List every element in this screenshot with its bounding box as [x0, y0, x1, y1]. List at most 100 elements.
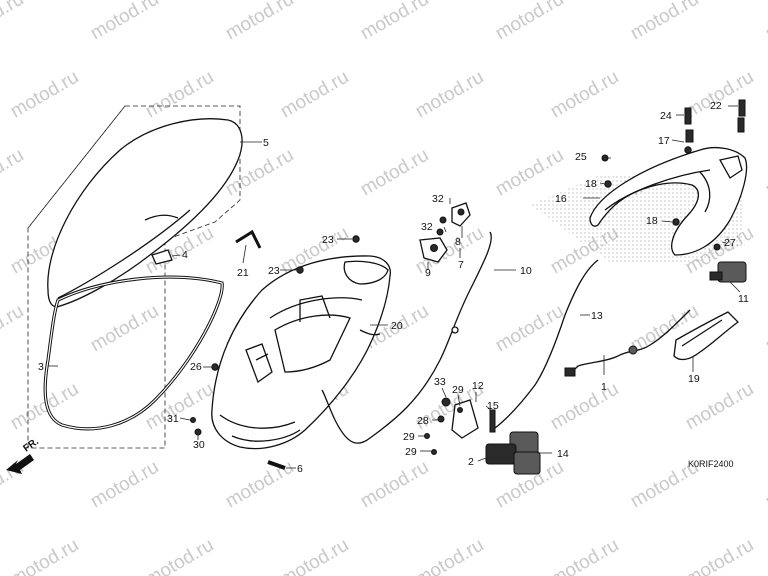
watermark-text: motod.ru: [7, 67, 82, 123]
callout-number: 16: [555, 193, 567, 205]
latch-7-part: [451, 202, 471, 227]
watermark-text: motod.ru: [87, 457, 162, 513]
callout-number: 32: [421, 221, 433, 233]
bolt-18a: [604, 180, 612, 188]
rod-6: [267, 460, 286, 470]
watermark-text: motod.ru: [277, 67, 352, 123]
watermark-text: motod.ru: [277, 535, 352, 576]
watermark-text: motod.ru: [682, 67, 757, 123]
watermark-text: motod.ru: [0, 301, 27, 357]
watermark-text: motod.ru: [682, 535, 757, 576]
watermark-text: motod.ru: [142, 535, 217, 576]
callout-number: 11: [738, 293, 749, 305]
screw-32a: [439, 216, 447, 224]
rear-carrier-part: [589, 117, 748, 256]
callout-number: 13: [591, 310, 603, 322]
harness-grommet: [628, 345, 638, 355]
screw-29c: [431, 449, 437, 455]
callout-number: 25: [575, 151, 587, 163]
callout-number: 12: [472, 380, 484, 392]
callout-number: 15: [487, 400, 499, 412]
screw-29b: [424, 433, 430, 439]
watermark-text: motod.ru: [682, 379, 757, 435]
solenoid-11-part: [709, 243, 747, 283]
bracket-12-part: [451, 399, 479, 439]
watermark-text: motod.ru: [87, 0, 162, 44]
bolt-24: [684, 107, 692, 125]
callout-number: 21: [237, 267, 249, 279]
bracket-19-part: [673, 311, 739, 361]
watermark-text: motod.ru: [0, 145, 27, 201]
watermark-text: motod.ru: [412, 67, 487, 123]
watermark-text: motod.ru: [142, 379, 217, 435]
watermark-text: motod.ru: [7, 535, 82, 576]
front-label: FR.: [21, 436, 41, 454]
label-plate-part: [151, 249, 173, 265]
latch-9-part: [419, 237, 448, 263]
callout-number: 10: [520, 265, 532, 277]
watermark-text: motod.ru: [357, 0, 432, 44]
leader-lines: [48, 105, 741, 469]
callout-number: 7: [458, 259, 464, 271]
watermark-text: motod.ru: [762, 145, 768, 201]
callout-number: 29: [405, 446, 417, 458]
watermark-text: motod.ru: [762, 301, 768, 357]
watermark-text: motod.ru: [492, 301, 567, 357]
watermark-text: motod.ru: [357, 457, 432, 513]
callout-number: 1: [601, 381, 607, 393]
watermark-text: motod.ru: [547, 535, 622, 576]
callout-number: 6: [297, 463, 303, 475]
callout-number: 8: [455, 236, 461, 248]
callout-number: 18: [646, 215, 658, 227]
bolt-22: [738, 99, 746, 117]
watermark-text: motod.ru: [762, 0, 768, 44]
seat-part: [47, 118, 243, 308]
watermark-text: motod.ru: [492, 0, 567, 44]
callout-number: 33: [434, 376, 446, 388]
callout-number: 9: [425, 267, 431, 279]
hook-part: [235, 229, 262, 249]
callout-number: 31: [167, 413, 179, 425]
watermark-text: motod.ru: [222, 0, 297, 44]
watermark-text: motod.ru: [0, 0, 27, 44]
callout-number: 5: [263, 137, 269, 149]
watermark-text: motod.ru: [142, 67, 217, 123]
screw-32b: [436, 228, 444, 236]
watermark-text: motod.ru: [87, 301, 162, 357]
callout-number: 17: [658, 135, 670, 147]
luggage-box-part: [211, 255, 391, 450]
cable-10: [321, 231, 492, 444]
callout-number: 2: [468, 456, 474, 468]
callout-number: 23: [268, 265, 280, 277]
cable-13: [494, 259, 599, 429]
watermark-text: motod.ru: [547, 379, 622, 435]
callout-number: 26: [190, 361, 202, 373]
bolt-26: [211, 363, 219, 371]
seat-gasket-part: [43, 275, 224, 431]
callout-number: 23: [322, 234, 334, 246]
callout-number: 32: [432, 193, 444, 205]
clip-30: [194, 428, 202, 436]
diagram-code: K0RIF2400: [688, 459, 734, 469]
screw-29a: [457, 407, 463, 413]
callout-number: 20: [391, 320, 403, 332]
callout-number: 3: [38, 361, 44, 373]
callout-number: 29: [403, 431, 415, 443]
callout-number: 28: [417, 415, 429, 427]
watermark-text: motod.ru: [357, 145, 432, 201]
clip-31: [190, 417, 196, 423]
callout-number: 14: [557, 448, 569, 460]
bolt-18b: [672, 218, 680, 226]
harness-connector: [564, 367, 576, 377]
callout-number: 24: [660, 110, 672, 122]
callout-number: 4: [182, 249, 188, 261]
watermark-text: motod.ru: [547, 67, 622, 123]
lock-assembly-part: [485, 431, 541, 475]
bolt-23b: [296, 266, 304, 274]
watermark-text: motod.ru: [627, 0, 702, 44]
callout-number: 29: [452, 384, 464, 396]
callout-number: 19: [688, 373, 700, 385]
